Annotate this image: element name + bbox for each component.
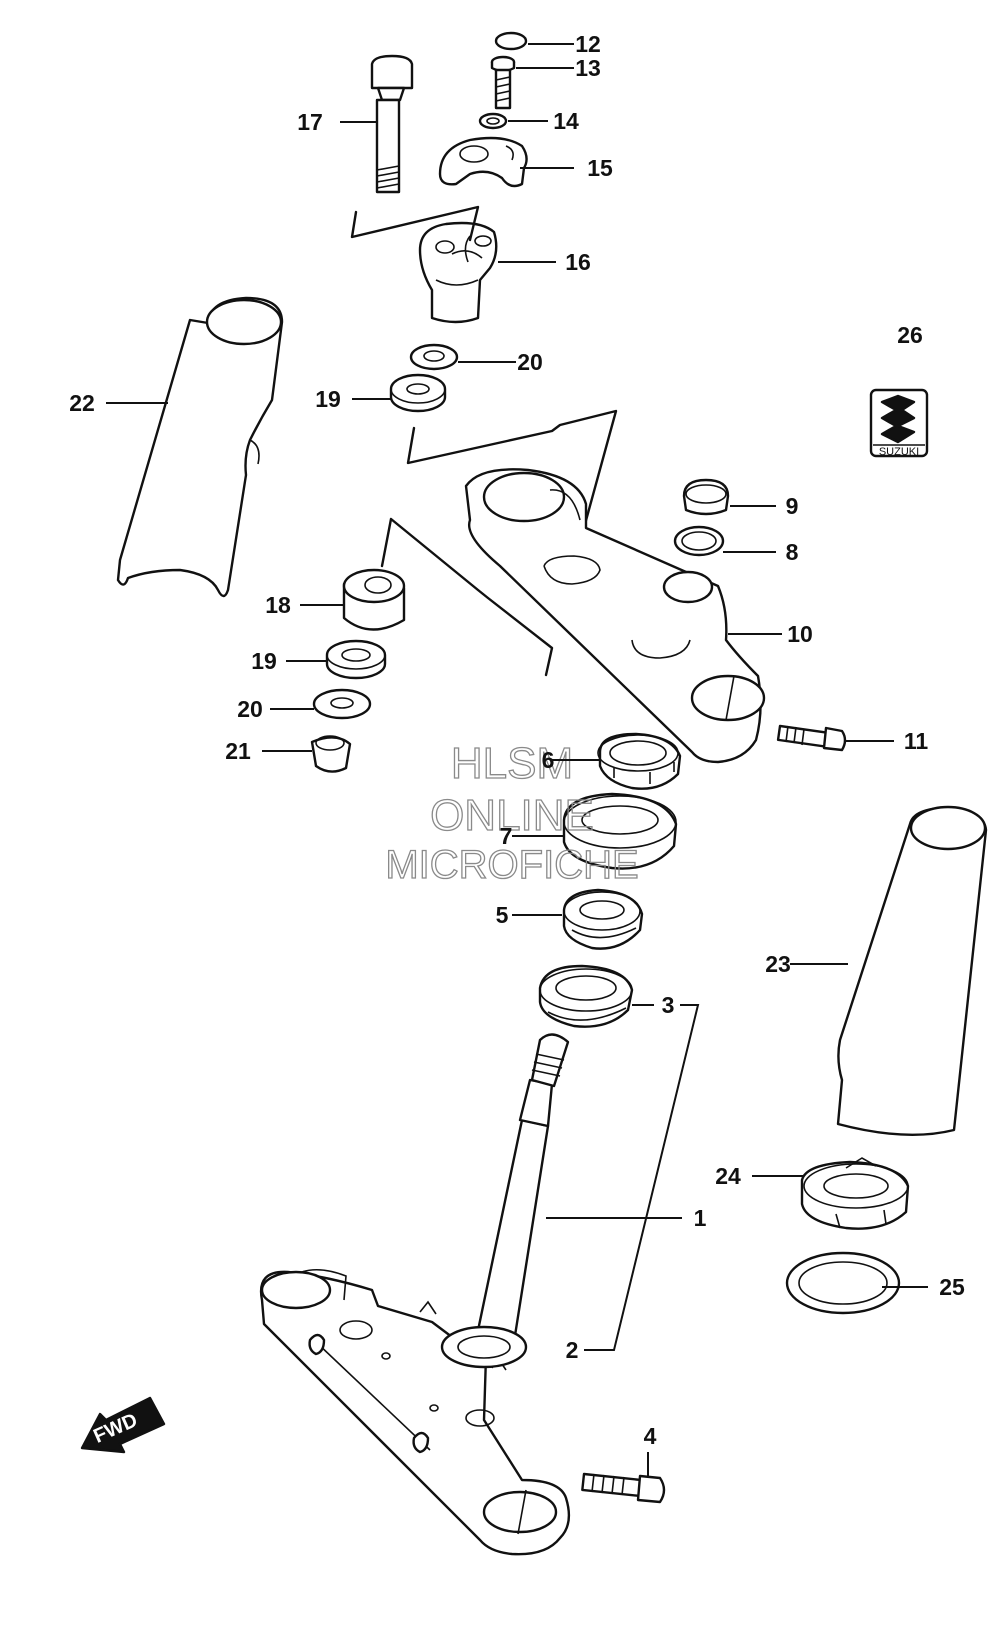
part-19-rubber-lower [325, 639, 387, 680]
part-13-small-bolt [490, 55, 516, 110]
part-18-cushion [342, 568, 406, 631]
watermark-line-3: MICROFICHE [385, 843, 638, 887]
part-20-washer-upper [409, 343, 459, 371]
part-11-bolt [776, 724, 847, 752]
callout-13: 13 [575, 55, 601, 81]
part-15-handlebar-clamp-upper [438, 136, 528, 188]
callout-14: 14 [553, 108, 579, 134]
callout-9: 9 [786, 493, 799, 519]
reference-line-upper [350, 205, 480, 242]
suzuki-logo-text: SUZUKI [879, 446, 919, 458]
part-20-washer-lower [312, 688, 372, 720]
callout-16: 16 [565, 249, 591, 275]
part-26-suzuki-emblem: SUZUKI [869, 388, 929, 458]
callout-7: 7 [500, 823, 513, 849]
callout-4: 4 [644, 1423, 657, 1449]
part-21-nut [310, 735, 352, 773]
part-22-fork-cover-left [116, 296, 284, 598]
part-6-steering-locknut [597, 732, 682, 790]
part-23-fork-cover-right [836, 805, 988, 1136]
watermark: HLSM ONLINE MICROFICHE [385, 738, 640, 887]
watermark-line-2: ONLINE [430, 791, 594, 840]
callout-2: 2 [566, 1337, 579, 1363]
callout-8: 8 [786, 539, 799, 565]
part-16-handlebar-holder [418, 221, 498, 324]
part-9-cap [682, 478, 730, 516]
part-14-lock-washer [478, 112, 508, 130]
reference-line-lower [380, 517, 554, 677]
part-5-upper-bearing [562, 888, 644, 950]
callout-21: 21 [225, 738, 251, 764]
part-4-clamp-bolt [581, 1472, 666, 1504]
callout-19-upper: 19 [315, 386, 341, 412]
part-19-rubber-upper [389, 373, 447, 413]
callout-26: 26 [897, 322, 923, 348]
callout-6: 6 [542, 747, 555, 773]
fwd-direction-arrow: FWD [80, 1396, 166, 1454]
leader-lines [106, 43, 928, 1478]
part-2-dust-seal [440, 1325, 528, 1369]
callout-12: 12 [575, 31, 601, 57]
watermark-line-1: HLSM [451, 739, 573, 788]
part-17-long-bolt [370, 54, 414, 194]
callout-5: 5 [496, 902, 509, 928]
part-25-washer [785, 1251, 901, 1315]
callout-10: 10 [787, 621, 813, 647]
callout-17: 17 [297, 109, 323, 135]
callout-3: 3 [662, 992, 675, 1018]
part-10-upper-bracket [464, 468, 766, 764]
reference-line-middle [406, 409, 618, 537]
part-7-dust-seal [562, 792, 678, 870]
part-3-lower-bearing [538, 964, 634, 1028]
part-1-steering-stem [259, 1033, 571, 1556]
part-8-washer [673, 525, 725, 557]
callout-19-lower: 19 [251, 648, 277, 674]
part-24-fork-nut [800, 1157, 910, 1230]
callout-15: 15 [587, 155, 613, 181]
callout-25: 25 [939, 1274, 965, 1300]
part-12-cap [494, 31, 528, 51]
callout-20-lower: 20 [237, 696, 263, 722]
callout-1: 1 [694, 1205, 707, 1231]
callout-18: 18 [265, 592, 291, 618]
callout-24: 24 [715, 1163, 741, 1189]
callout-20-upper: 20 [517, 349, 543, 375]
callout-11: 11 [904, 728, 929, 754]
callout-22: 22 [69, 390, 95, 416]
callout-labels: 12 13 14 15 17 16 20 19 22 26 9 8 10 11 … [69, 31, 965, 1449]
callout-23: 23 [765, 951, 791, 977]
